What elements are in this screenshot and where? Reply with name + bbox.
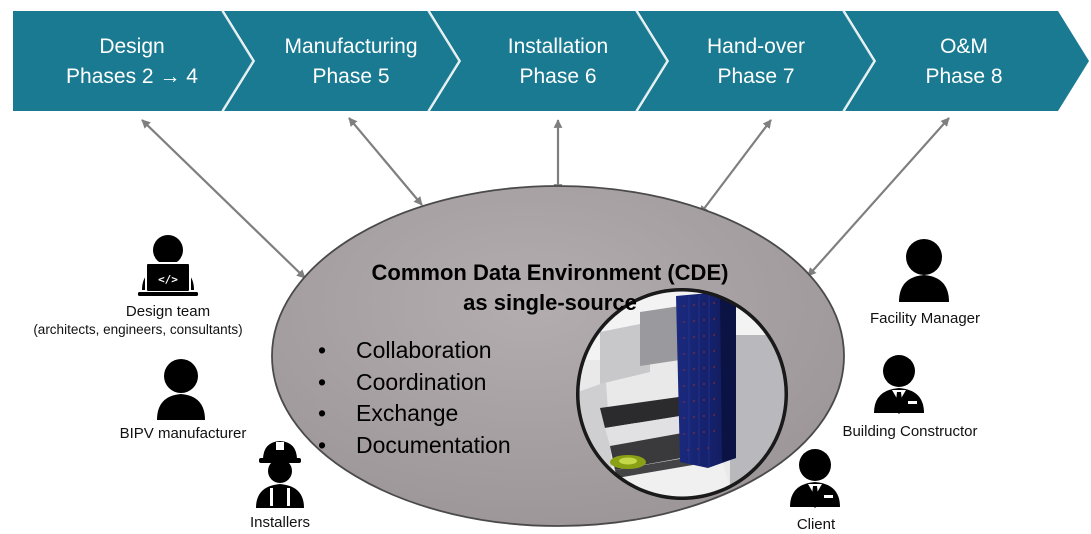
phase-design-shape bbox=[13, 11, 253, 111]
phase-manufacturing-shape bbox=[224, 11, 459, 111]
developer-laptop-icon: </> bbox=[138, 235, 198, 296]
bipv-building-render bbox=[576, 288, 788, 500]
businessman-icon bbox=[874, 355, 924, 414]
design-team-sublabel: (architects, engineers, consultants) bbox=[33, 322, 243, 337]
phase-number: Phase 6 bbox=[519, 65, 597, 88]
phase-installation-shape bbox=[430, 11, 667, 111]
phase-om-shape bbox=[845, 11, 1089, 111]
phase-name: Manufacturing bbox=[284, 35, 418, 58]
bullet-item: Exchange bbox=[318, 398, 511, 430]
person-icon bbox=[157, 359, 205, 420]
phase-number: Phase 5 bbox=[312, 65, 390, 88]
facility-manager-label: Facility Manager bbox=[869, 310, 981, 327]
phase-banner bbox=[13, 10, 1089, 112]
bullet-item: Collaboration bbox=[318, 335, 511, 367]
worker-hardhat-icon bbox=[256, 441, 304, 508]
connector-arrows bbox=[141, 117, 950, 279]
svg-text:</>: </> bbox=[158, 273, 178, 286]
phase-number: Phases 2 → 4 bbox=[66, 65, 198, 88]
design-team-label: Design team bbox=[125, 303, 211, 320]
arrow-manufacturing-cde bbox=[348, 117, 423, 206]
businessman-icon bbox=[790, 449, 840, 508]
phase-label-design: Design Phases 2 → 4 bbox=[57, 32, 207, 92]
phase-label-om: O&M Phase 8 bbox=[889, 32, 1039, 92]
bullet-item: Coordination bbox=[318, 367, 511, 399]
bipv-manufacturer-label: BIPV manufacturer bbox=[119, 425, 247, 442]
phase-number: Phase 7 bbox=[717, 65, 795, 88]
building-constructor-label: Building Constructor bbox=[842, 423, 978, 440]
phase-separators bbox=[221, 10, 875, 112]
phase-label-installation: Installation Phase 6 bbox=[483, 32, 633, 92]
bullet-item: Documentation bbox=[318, 430, 511, 462]
phase-name: Installation bbox=[507, 35, 609, 58]
arrow-handover-cde bbox=[699, 119, 772, 215]
phase-label-manufacturing: Manufacturing Phase 5 bbox=[276, 32, 426, 92]
cde-title-line2: as single-source bbox=[463, 290, 637, 315]
installers-label: Installers bbox=[249, 514, 311, 531]
cde-bullet-list: Collaboration Coordination Exchange Docu… bbox=[318, 335, 511, 461]
phase-name: Hand-over bbox=[706, 35, 806, 58]
person-icon bbox=[899, 239, 949, 302]
phase-name: O&M bbox=[940, 35, 988, 58]
cde-title-line1: Common Data Environment (CDE) bbox=[371, 260, 729, 285]
client-label: Client bbox=[796, 516, 836, 533]
phase-label-handover: Hand-over Phase 7 bbox=[681, 32, 831, 92]
phase-handover-shape bbox=[638, 11, 874, 111]
arrow-design-cde bbox=[141, 119, 306, 279]
phase-number: Phase 8 bbox=[925, 65, 1003, 88]
phase-name: Design bbox=[99, 35, 165, 58]
arrow-om-cde bbox=[807, 117, 950, 277]
cde-title: Common Data Environment (CDE) as single-… bbox=[300, 258, 800, 318]
